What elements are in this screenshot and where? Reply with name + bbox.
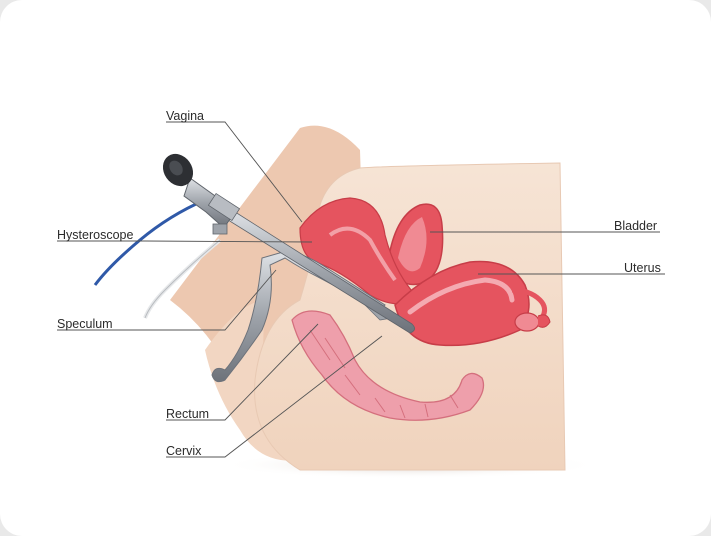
- ovary: [515, 313, 539, 331]
- label-bladder: Bladder: [614, 219, 657, 233]
- label-vagina: Vagina: [166, 109, 204, 123]
- label-speculum: Speculum: [57, 317, 113, 331]
- label-cervix: Cervix: [166, 444, 201, 458]
- label-uterus: Uterus: [624, 261, 661, 275]
- label-hysteroscope: Hysteroscope: [57, 228, 133, 242]
- label-rectum: Rectum: [166, 407, 209, 421]
- blue-tube: [95, 200, 205, 285]
